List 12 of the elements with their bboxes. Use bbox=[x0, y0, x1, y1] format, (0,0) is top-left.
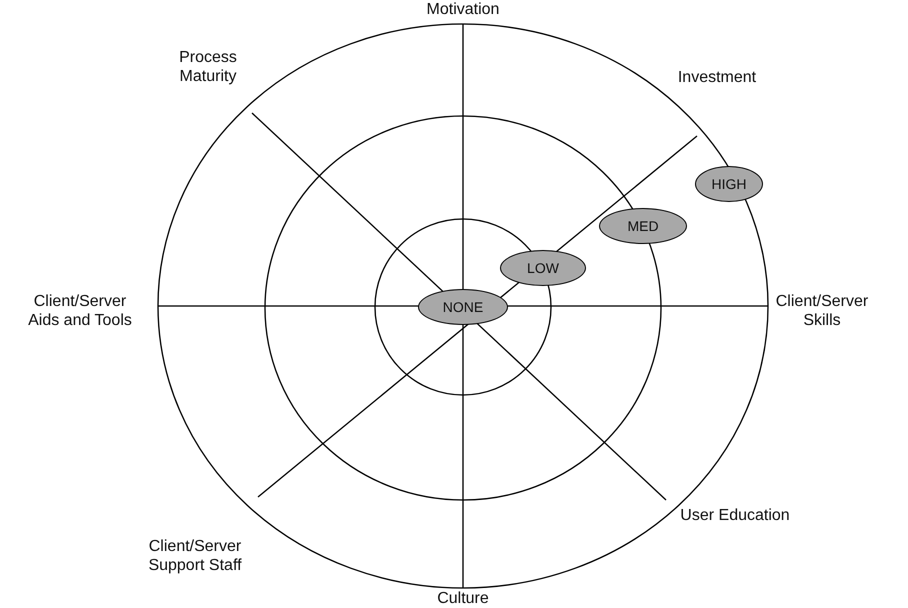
axis-label: Process Maturity bbox=[178, 48, 238, 86]
axis-label: User Education bbox=[679, 506, 791, 525]
axis-label: Investment bbox=[676, 68, 758, 87]
level-oval: NONE bbox=[418, 289, 508, 325]
axis-label: Culture bbox=[436, 589, 490, 608]
axis-label: Client/Server Support Staff bbox=[147, 537, 243, 575]
axis-label: Client/Server Aids and Tools bbox=[27, 292, 133, 330]
axis-label: Client/Server Skills bbox=[774, 292, 870, 330]
level-oval: LOW bbox=[500, 250, 586, 286]
level-oval: MED bbox=[599, 208, 687, 244]
axis-label: Motivation bbox=[426, 0, 500, 19]
level-oval: HIGH bbox=[695, 166, 763, 202]
